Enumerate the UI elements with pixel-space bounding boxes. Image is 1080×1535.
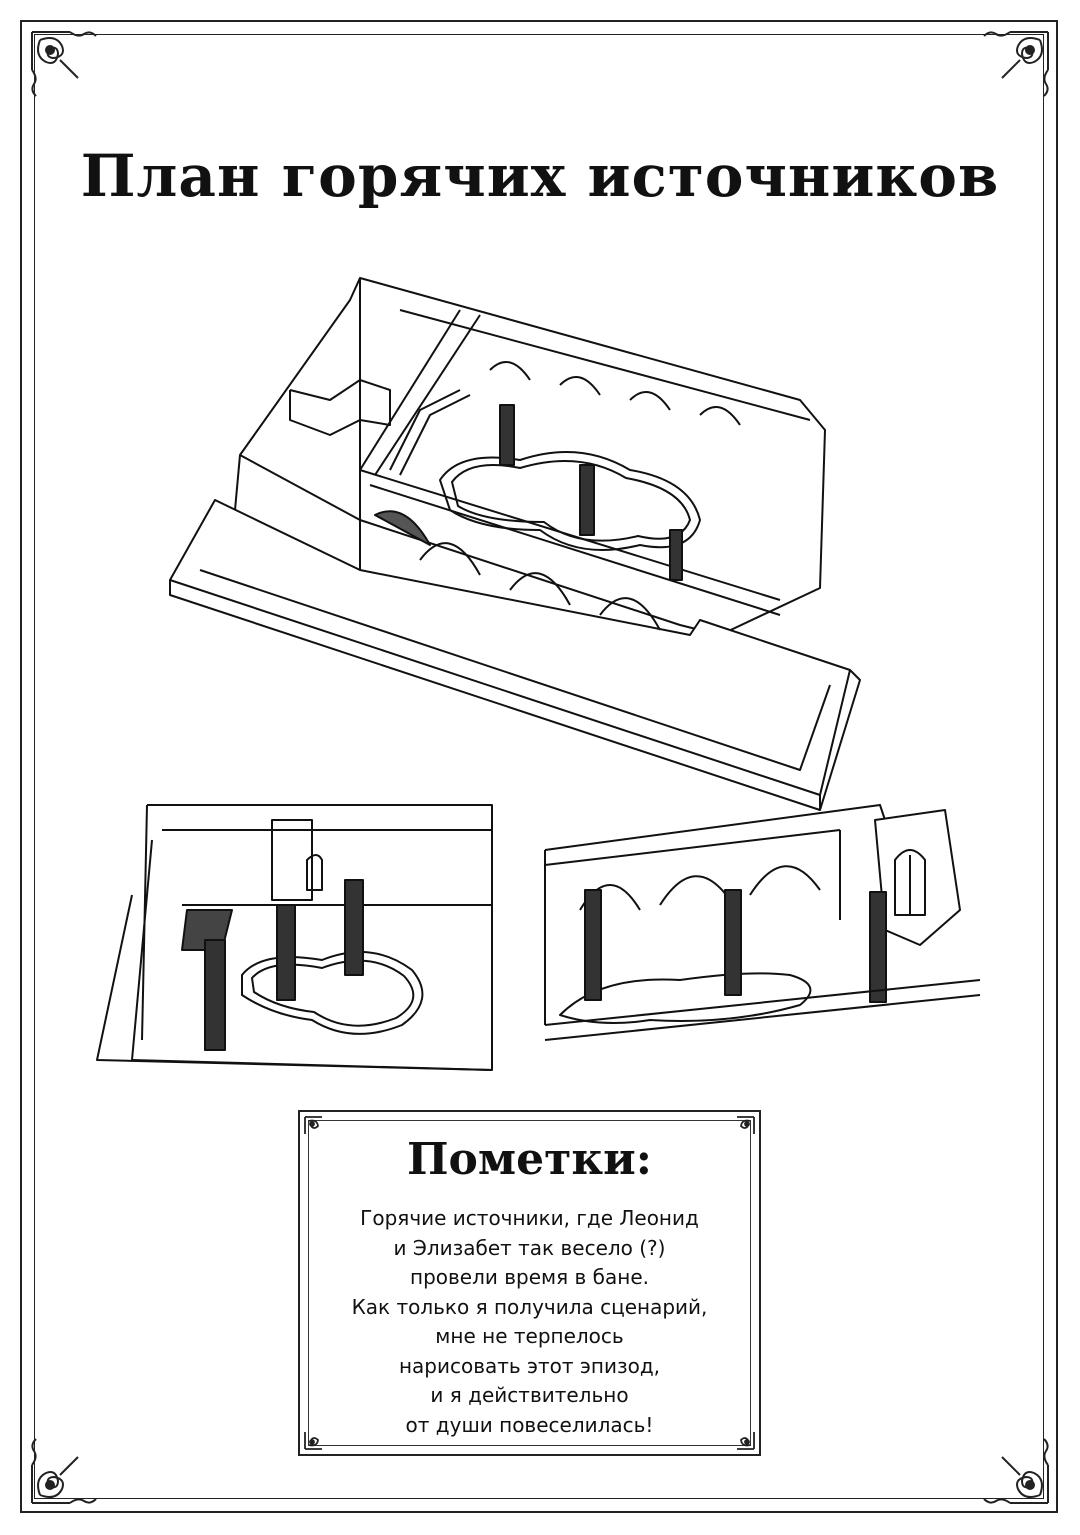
ornament-corner-icon [26, 26, 104, 104]
notes-line: нарисовать этот эпизод, [398, 1353, 661, 1378]
notes-body: Горячие источники, где Леонид и Элизабет… [300, 1204, 759, 1440]
page-frame-inner [34, 34, 1044, 1499]
ornament-corner-icon [26, 1431, 104, 1509]
notes-box: Пометки: Горячие источники, где Леонид и… [298, 1110, 761, 1456]
ornament-corner-icon [976, 26, 1054, 104]
ornament-corner-icon [727, 1114, 757, 1144]
ornament-corner-icon [727, 1422, 757, 1452]
ornament-corner-icon [976, 1431, 1054, 1509]
interior-pool-left-illustration [92, 800, 502, 1085]
notes-box-inner-frame [308, 1120, 751, 1446]
floorplan-main-illustration [160, 270, 880, 815]
ornament-corner-icon [302, 1422, 332, 1452]
page-title: План горячих источников [80, 142, 1000, 210]
ornament-corner-icon [302, 1114, 332, 1144]
notes-line: Горячие источники, где Леонид [360, 1206, 699, 1230]
notes-line: Как только я получила сценарий, [351, 1294, 708, 1319]
page-frame-outer [20, 20, 1058, 1513]
interior-pool-right-illustration [540, 800, 985, 1065]
notes-line: мне не терпелось [435, 1324, 624, 1348]
notes-line: провели время в бане. [410, 1265, 649, 1289]
notes-line: от души повеселилась! [405, 1412, 654, 1437]
notes-line: и Элизабет так весело (?) [393, 1235, 666, 1260]
notes-heading: Пометки: [406, 1134, 653, 1185]
notes-line: и я действительно [430, 1383, 629, 1407]
